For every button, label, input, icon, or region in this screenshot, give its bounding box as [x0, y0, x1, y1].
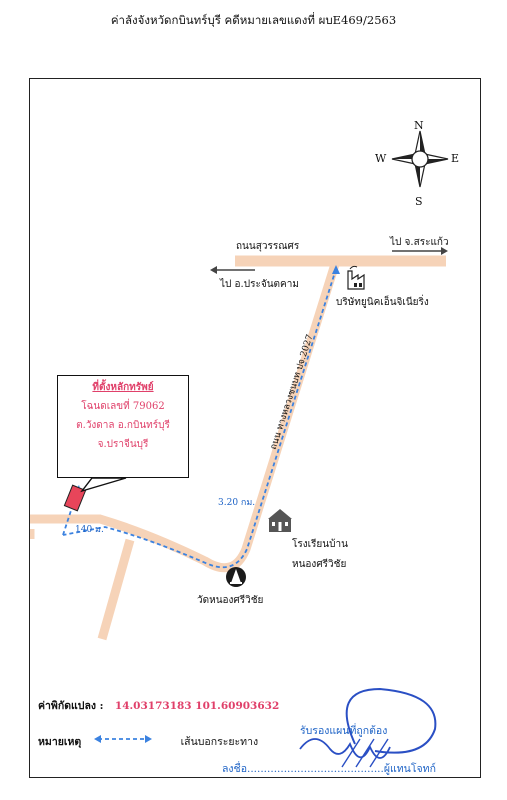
property-province: จ.ปราจีนบุรี	[97, 439, 149, 450]
property-title: ที่ตั้งหลักทรัพย์	[92, 382, 154, 393]
compass-west-label: W	[375, 152, 387, 165]
signature-line: ลงชื่อ..................................…	[222, 763, 436, 775]
to-prachantakham-label: ไป อ.ประจันตคาม	[220, 279, 299, 290]
compass-icon	[391, 130, 449, 188]
distance-route-line	[62, 268, 337, 569]
school-icon	[268, 509, 292, 532]
coordinates-label: ค่าพิกัดแปลง :	[38, 700, 104, 712]
property-marker-icon	[63, 484, 87, 512]
to-srakaeo-label: ไป จ.สระแก้ว	[390, 237, 449, 248]
map-canvas	[30, 130, 449, 768]
branch-road-south	[97, 538, 135, 641]
callout-pointer	[80, 477, 127, 493]
property-deed: โฉนดเลขที่ 79062	[81, 401, 165, 412]
factory-label: บริษัทยูนิคเอ็นจิเนียริ่ง	[336, 297, 429, 308]
coordinates-value: 14.03173183 101.60903632	[114, 700, 280, 712]
legend-desc: เส้นบอกระยะทาง	[180, 736, 259, 748]
map-frame: N S E W ถนนสุวรรณศร ไป จ.สระแก้ว ไป อ.ปร…	[29, 78, 481, 778]
short-route-line	[62, 488, 79, 536]
distance-short-label: 140 ม.	[75, 525, 104, 535]
arrow-head-west-icon	[210, 266, 217, 274]
page-header: ค่าลังจังหวัดกบินทร์บุรี คดีหมายเลขแดงที…	[110, 13, 397, 27]
legend-label: หมายเหตุ	[38, 736, 82, 748]
coordinates-row: ค่าพิกัดแปลง : 14.03173183 101.60903632	[38, 697, 279, 714]
property-callout: ที่ตั้งหลักทรัพย์ โฉนดเลขที่ 79062 ต.วัง…	[57, 375, 189, 478]
factory-icon	[347, 265, 365, 290]
legend-arrow-left-icon	[94, 735, 101, 743]
legend-arrow-right-icon	[145, 735, 152, 743]
compass-north-label: N	[414, 119, 424, 132]
legend-row: หมายเหตุ เส้นบอกระยะทาง	[38, 733, 258, 750]
main-road-label: ถนนสุวรรณศร	[236, 241, 300, 252]
route-arrow-start-icon	[332, 265, 340, 274]
compass-south-label: S	[415, 195, 423, 208]
arrow-head-east-icon	[441, 247, 448, 255]
compass-east-label: E	[451, 152, 460, 165]
temple-icon	[226, 567, 246, 587]
signature-scribble	[299, 687, 437, 768]
temple-label: วัดหนองศรีวิชัย	[197, 595, 264, 606]
certify-text: รับรองแผนที่ถูกต้อง	[300, 725, 388, 737]
school-label-line2: หนองศรีวิชัย	[292, 559, 347, 570]
distance-long-label: 3.20 กม.	[218, 498, 256, 508]
property-subdistrict: ต.วังดาล อ.กบินทร์บุรี	[76, 420, 170, 431]
school-label-line1: โรงเรียนบ้าน	[292, 539, 348, 550]
